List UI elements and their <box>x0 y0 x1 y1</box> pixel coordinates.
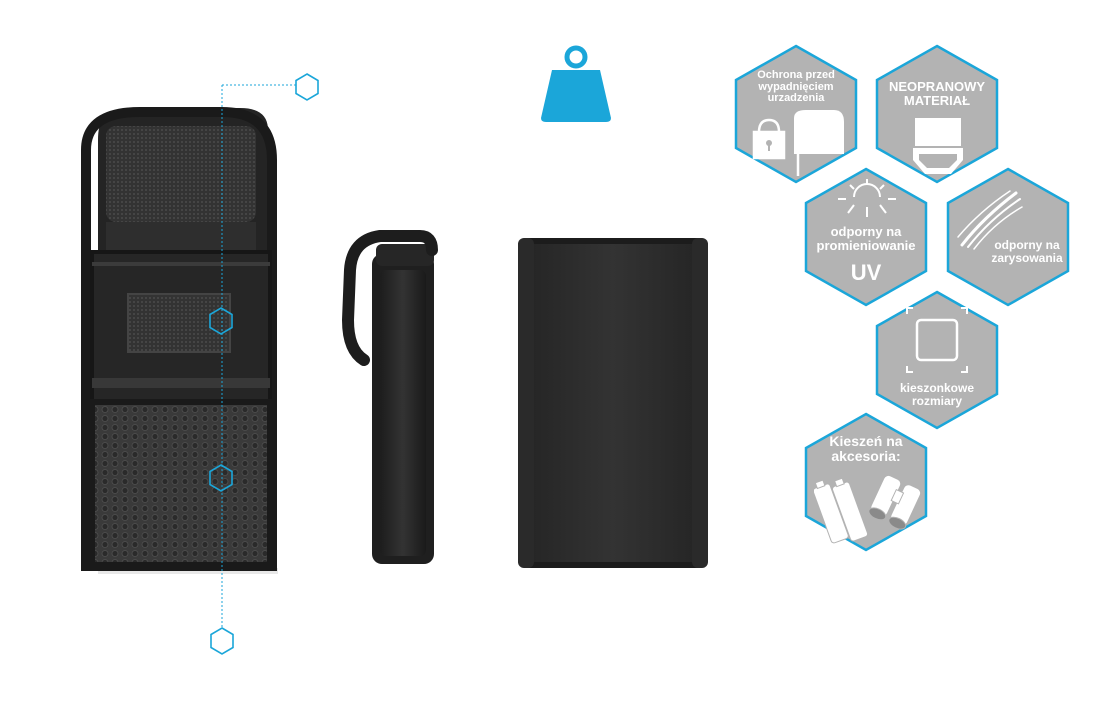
callout-hex-velcro <box>209 307 233 335</box>
feature-label: Ochrona przed wypadnięciem urzadzenia <box>757 69 835 105</box>
feature-pocket-size: kieszonkowe rozmiary <box>875 290 999 430</box>
callout-hex-mesh <box>209 464 233 492</box>
scratch-icon <box>957 190 1023 250</box>
back-view <box>518 238 708 568</box>
binoculars-icon <box>868 474 922 530</box>
hex-shape <box>946 167 1070 307</box>
uv-label: UV <box>850 260 882 285</box>
hex-shape <box>875 44 999 184</box>
feature-label: odporny na zarysowania <box>991 238 1063 265</box>
belt-clip-icon <box>794 110 844 176</box>
lock-icon <box>752 118 786 160</box>
weight-icon <box>541 45 611 122</box>
feature-label: Kieszeń na akcesoria: <box>829 433 903 464</box>
batteries-icon <box>814 477 869 544</box>
sun-icon <box>838 179 896 217</box>
feature-label: NEOPRANOWY MATERIAŁ <box>888 79 986 108</box>
fabric-icon <box>913 118 963 174</box>
feature-scratch-resistant: odporny na zarysowania <box>946 167 1070 307</box>
front-view <box>81 107 278 574</box>
callout-hex-bottom <box>210 627 234 655</box>
side-view <box>341 230 438 564</box>
feature-neoprene: NEOPRANOWY MATERIAŁ <box>875 44 999 184</box>
feature-drop-protection: Ochrona przed wypadnięciem urzadzenia <box>734 44 858 184</box>
feature-uv-resistant: odporny na promieniowanie UV <box>804 167 928 307</box>
frame-icon <box>906 307 968 373</box>
feature-label: odporny na promieniowanie <box>816 224 916 253</box>
callout-hex-top <box>295 73 319 101</box>
feature-accessory-pocket: Kieszeń na akcesoria: <box>804 412 928 552</box>
hex-shape <box>804 167 928 307</box>
callout-lines <box>209 73 319 655</box>
feature-label: kieszonkowe rozmiary <box>899 381 975 408</box>
